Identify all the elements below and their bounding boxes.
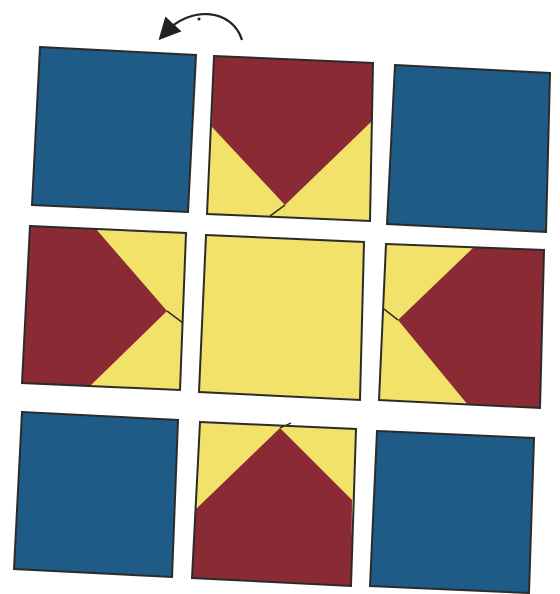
tile-yellow-center bbox=[199, 235, 364, 400]
tile-flying-geese-bottom-center bbox=[192, 422, 356, 586]
tile-blue-bottom-right bbox=[370, 431, 534, 593]
rotation-arrow-icon bbox=[166, 14, 242, 40]
tile-blue-bottom-left bbox=[14, 412, 178, 577]
tile-flying-geese-middle-left bbox=[22, 226, 186, 390]
tile-flying-geese-top-center bbox=[207, 56, 373, 221]
tile-blue-top-left bbox=[32, 47, 196, 212]
arrow-dot bbox=[198, 18, 201, 21]
tile-blue-top-right bbox=[387, 65, 550, 232]
tile-flying-geese-middle-right bbox=[379, 244, 544, 408]
